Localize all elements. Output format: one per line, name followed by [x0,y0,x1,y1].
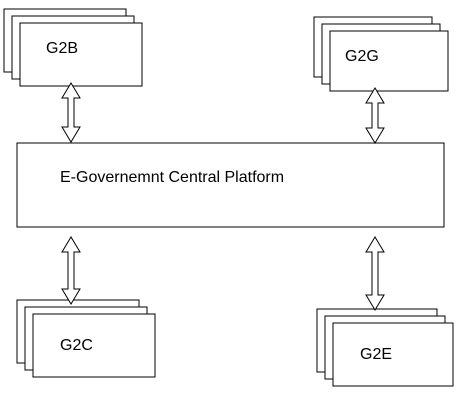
arrow-g2g-platform [365,87,385,144]
g2e-label: G2E [360,346,392,363]
arrow-g2b-platform [61,82,81,143]
g2c-node: G2C [16,299,156,378]
central-platform: E-Governemnt Central Platform [16,142,445,228]
arrow-platform-g2e [365,236,385,311]
g2b-node: G2B [3,8,143,87]
platform-label: E-Governemnt Central Platform [60,169,284,186]
arrow-platform-g2c [61,236,81,305]
g2g-label: G2G [345,48,379,65]
g2g-node: G2G [313,16,449,92]
g2b-label: G2B [46,40,78,57]
g2c-label: G2C [60,337,93,354]
g2e-node: G2E [316,308,454,387]
